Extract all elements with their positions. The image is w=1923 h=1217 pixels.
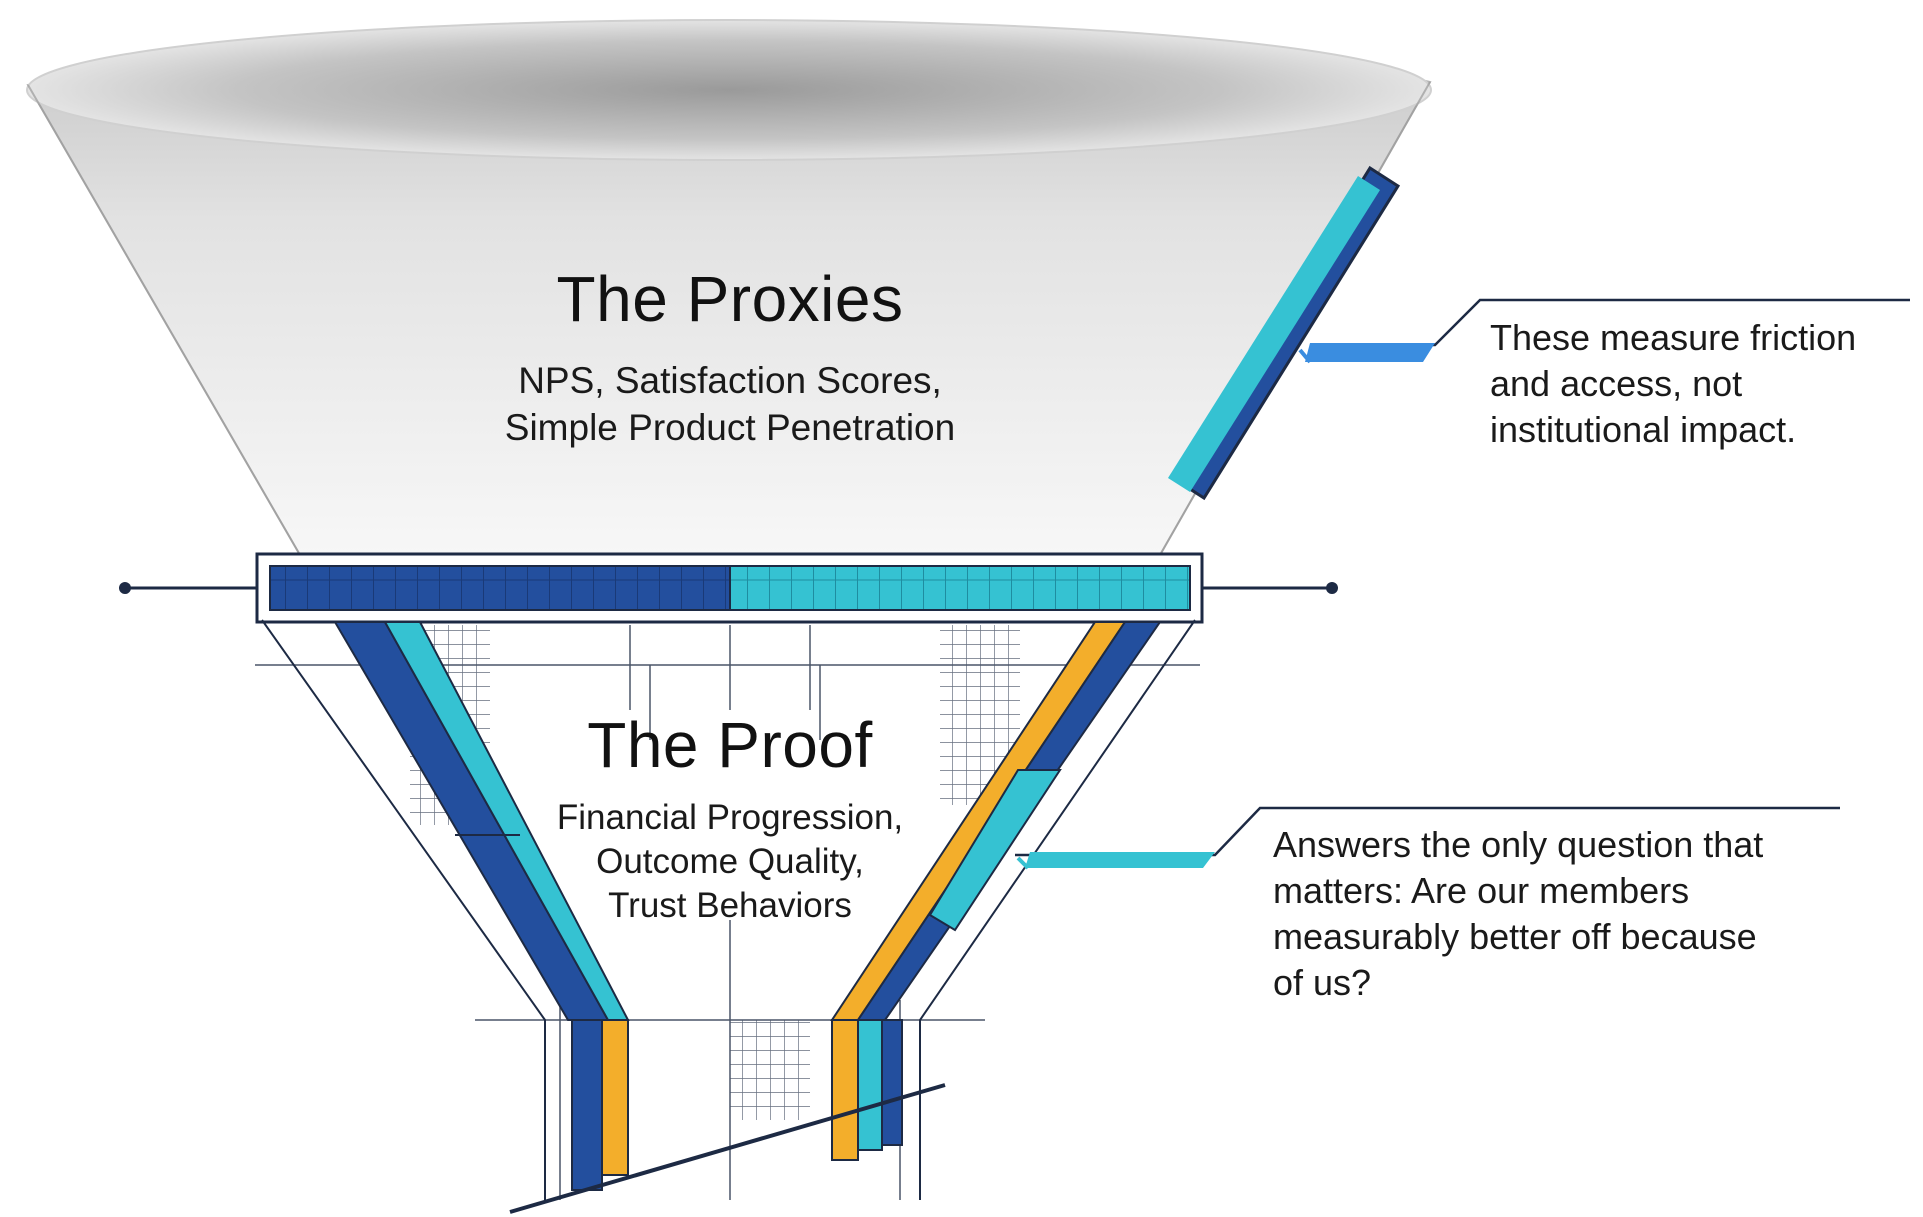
proof-callout-connector (1015, 806, 1840, 870)
proxies-subtitle-line2: Simple Product Penetration (504, 407, 956, 448)
proof-callout-line1: Answers the only question that (1273, 824, 1764, 865)
proof-right-wall (830, 619, 1196, 1200)
proxies-callout-line3: institutional impact. (1490, 409, 1797, 450)
proof-callout-line2: matters: Are our members (1273, 870, 1690, 911)
proof-subtitle-line2: Outcome Quality, (596, 842, 864, 881)
proof-subtitle-line1: Financial Progression, (556, 798, 904, 837)
proof-subtitle-line3: Trust Behaviors (608, 886, 852, 925)
proxies-callout-line2: and access, not (1490, 363, 1743, 404)
proxies-callout-line1: These measure friction (1490, 317, 1857, 358)
proof-left-wall (261, 619, 630, 1200)
proxies-title: The Proxies (556, 263, 904, 335)
base-line (509, 1083, 946, 1214)
proof-callout-line4: of us? (1273, 962, 1372, 1003)
cone-rim (26, 19, 1432, 161)
proof-callout-line3: measurably better off because (1273, 916, 1757, 957)
proxies-cone (26, 19, 1432, 556)
crossbar (119, 552, 1338, 624)
proxies-accent-bar (1168, 165, 1401, 501)
proxies-callout-connector (1298, 298, 1910, 364)
proxies-subtitle-line1: NPS, Satisfaction Scores, (518, 360, 942, 401)
proof-title: The Proof (587, 709, 873, 781)
